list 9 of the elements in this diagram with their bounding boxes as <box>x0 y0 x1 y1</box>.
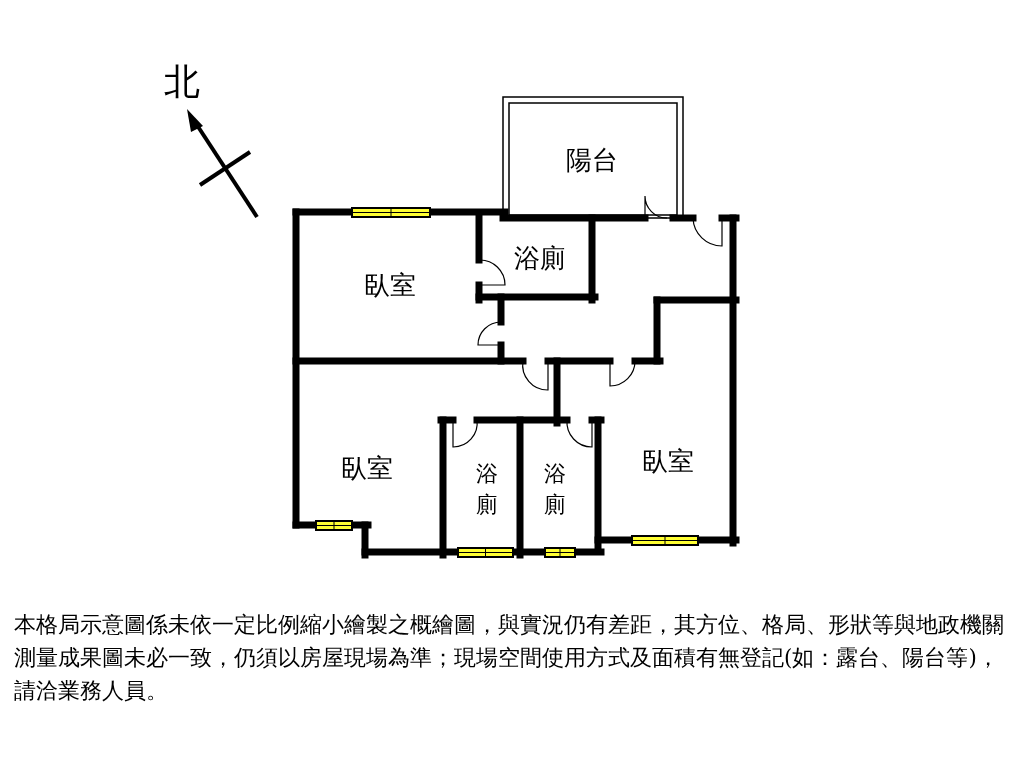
room-label: 浴廁 <box>544 460 566 519</box>
compass-label: 北 <box>164 64 200 100</box>
room-label: 陽台 <box>566 147 618 173</box>
room-label: 臥室 <box>364 272 416 298</box>
room-label: 浴廁 <box>476 460 498 519</box>
disclaimer-text: 本格局示意圖係未依一定比例縮小繪製之概繪圖，與實況仍有差距，其方位、格局、形狀等與地政機關測量成果圖未必一致，仍須以房屋現場為準；現場空間使用方式及面積有無登記(如：露台、陽台等)，請洽業務人員。 <box>14 611 1005 705</box>
room-label: 臥室 <box>642 448 694 474</box>
room-label: 浴廁 <box>514 245 566 271</box>
room-label: 臥室 <box>341 455 393 481</box>
